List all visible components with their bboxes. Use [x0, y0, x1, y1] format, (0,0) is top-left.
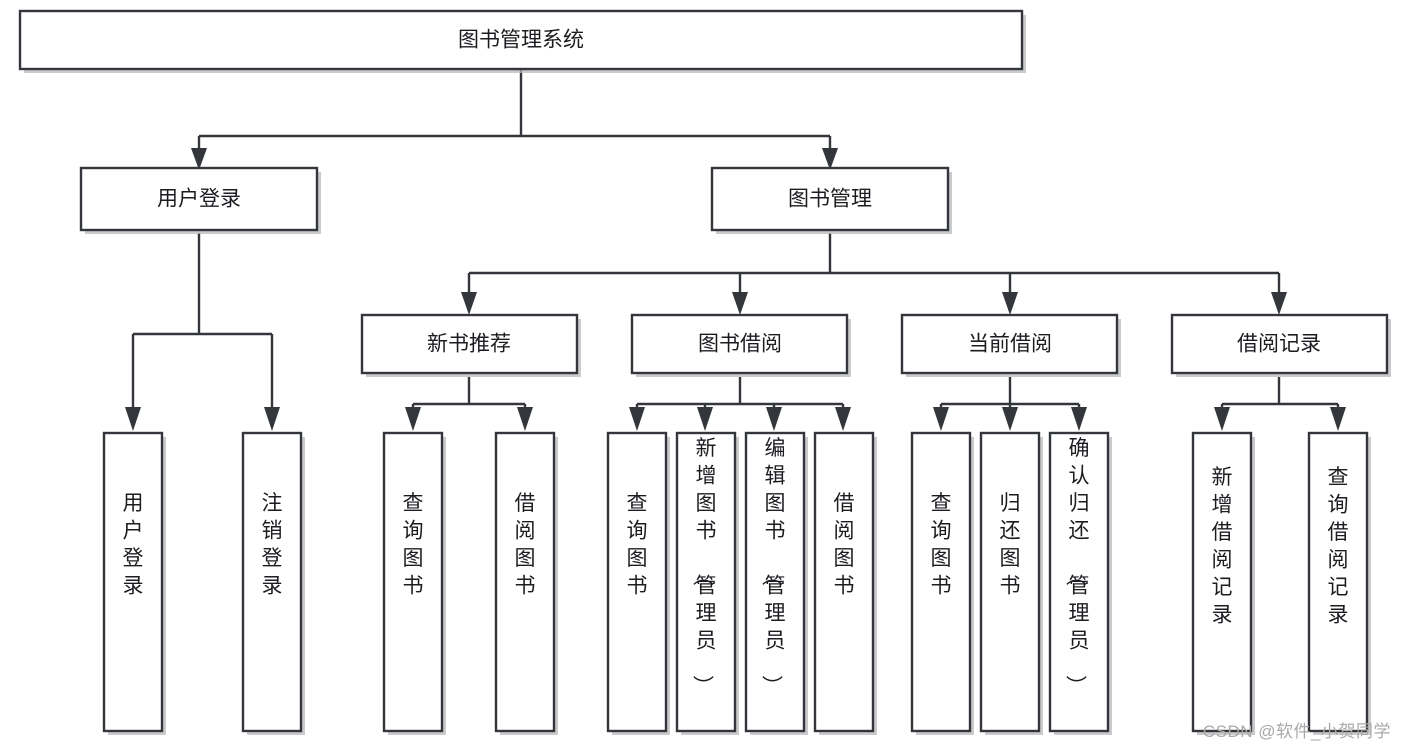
edge-user-login-bus [131, 233, 274, 413]
node-leaf-query-book-3-label: 查询图书 [931, 492, 952, 598]
arrowhead-leaf-query-book-2 [629, 407, 645, 431]
node-leaf-confirm-return-box [1048, 431, 1110, 733]
node-leaf-borrow-book-2-box [813, 431, 875, 733]
node-user-login-box [79, 166, 319, 232]
arrowhead-user-login [191, 148, 207, 170]
node-user-login-label: 用户登录 [157, 188, 241, 211]
node-leaf-add-book-label: 新增图书（管理员） [691, 437, 717, 696]
node-book-borrow-box [630, 313, 849, 375]
node-root-box [18, 9, 1024, 71]
arrowhead-leaf-borrow-book-1 [517, 407, 533, 431]
edge-book-manage-bus [467, 233, 1281, 300]
arrowhead-leaf-edit-book [766, 407, 782, 431]
node-leaf-edit-book-box [744, 431, 806, 733]
node-leaf-edit-book-label: 编辑图书（管理员） [760, 437, 786, 696]
node-book-borrow-label: 图书借阅 [698, 333, 782, 356]
node-leaf-add-record-label: 新增借阅记录 [1212, 466, 1233, 627]
node-leaf-query-book-1-box [382, 431, 444, 733]
edge-new-book-rec-bus [411, 377, 527, 413]
node-current-borrow[interactable]: 当前借阅 [900, 313, 1121, 377]
arrowhead-leaf-user-login [125, 407, 141, 431]
node-leaf-return-book-label: 归还图书 [1000, 492, 1021, 598]
node-leaf-borrow-book-2[interactable]: 借阅图书 [813, 431, 877, 735]
edge-borrow-record-bus [1220, 377, 1340, 413]
node-leaf-add-book-box [675, 431, 737, 733]
node-leaf-query-book-2[interactable]: 查询图书 [606, 431, 670, 735]
node-current-borrow-box [900, 313, 1119, 375]
arrowhead-leaf-borrow-book-2 [835, 407, 851, 431]
node-new-book-rec[interactable]: 新书推荐 [360, 313, 581, 377]
arrowhead-leaf-user-logout [264, 407, 280, 431]
node-new-book-rec-label: 新书推荐 [427, 333, 511, 356]
arrowhead-leaf-return-book [1002, 407, 1018, 431]
node-leaf-return-book[interactable]: 归还图书 [979, 431, 1043, 735]
arrowhead-leaf-query-record [1330, 407, 1346, 431]
arrowhead-leaf-add-record [1214, 407, 1230, 431]
arrowhead-leaf-query-book-3 [933, 407, 949, 431]
node-leaf-borrow-book-2-label: 借阅图书 [834, 492, 855, 598]
node-leaf-confirm-return-label: 确认归还（管理员） [1064, 437, 1090, 696]
node-leaf-user-login-box [102, 431, 164, 733]
node-leaf-return-book-box [979, 431, 1041, 733]
node-leaf-user-login-label: 用户登录 [123, 492, 144, 598]
node-leaf-edit-book[interactable]: 编辑图书（管理员） [744, 431, 808, 735]
arrowhead-book-manage [822, 148, 838, 170]
node-leaf-user-logout-box [241, 431, 303, 733]
edge-root-bus [197, 70, 832, 158]
node-leaf-add-record-box [1191, 431, 1253, 733]
node-book-borrow[interactable]: 图书借阅 [630, 313, 851, 377]
node-root-label: 图书管理系统 [458, 29, 584, 52]
node-leaf-borrow-book-1-label: 借阅图书 [515, 492, 536, 598]
node-leaf-user-logout[interactable]: 注销登录 [241, 431, 305, 735]
node-leaf-query-book-3-box [910, 431, 972, 733]
node-leaf-query-record[interactable]: 查询借阅记录 [1307, 431, 1371, 735]
arrowhead-leaf-add-book [697, 407, 713, 431]
arrowhead-new-book-rec [461, 292, 477, 315]
node-leaf-add-book[interactable]: 新增图书（管理员） [675, 431, 739, 735]
arrowhead-book-borrow [732, 292, 748, 315]
node-new-book-rec-box [360, 313, 579, 375]
node-leaf-borrow-book-1-box [494, 431, 556, 733]
node-book-manage-box [710, 166, 950, 232]
edge-book-borrow-bus [635, 377, 845, 413]
node-book-manage-label: 图书管理 [788, 188, 872, 211]
node-leaf-borrow-book-1[interactable]: 借阅图书 [494, 431, 558, 735]
node-leaf-query-book-1-label: 查询图书 [403, 492, 424, 598]
node-leaf-query-book-2-label: 查询图书 [627, 492, 648, 598]
node-borrow-record-box [1170, 313, 1389, 375]
arrowhead-leaf-confirm-return [1071, 407, 1087, 431]
node-leaf-user-login[interactable]: 用户登录 [102, 431, 166, 735]
node-leaf-query-record-box [1307, 431, 1369, 733]
node-current-borrow-label: 当前借阅 [968, 333, 1052, 356]
node-leaf-query-book-2-box [606, 431, 668, 733]
node-user-login[interactable]: 用户登录 [79, 166, 321, 234]
edge-layer [125, 70, 1346, 431]
node-leaf-user-logout-label: 注销登录 [262, 492, 283, 598]
arrowhead-current-borrow [1002, 292, 1018, 315]
node-book-manage[interactable]: 图书管理 [710, 166, 952, 234]
arrowhead-leaf-query-book-1 [405, 407, 421, 431]
arrowhead-borrow-record [1271, 292, 1287, 315]
node-root[interactable]: 图书管理系统 [18, 9, 1026, 73]
node-borrow-record-label: 借阅记录 [1237, 333, 1321, 356]
node-leaf-add-record[interactable]: 新增借阅记录 [1191, 431, 1255, 735]
node-leaf-query-book-3[interactable]: 查询图书 [910, 431, 974, 735]
node-leaf-query-record-label: 查询借阅记录 [1328, 466, 1349, 627]
node-leaf-confirm-return[interactable]: 确认归还（管理员） [1048, 431, 1112, 735]
node-leaf-query-book-1[interactable]: 查询图书 [382, 431, 446, 735]
node-borrow-record[interactable]: 借阅记录 [1170, 313, 1391, 377]
